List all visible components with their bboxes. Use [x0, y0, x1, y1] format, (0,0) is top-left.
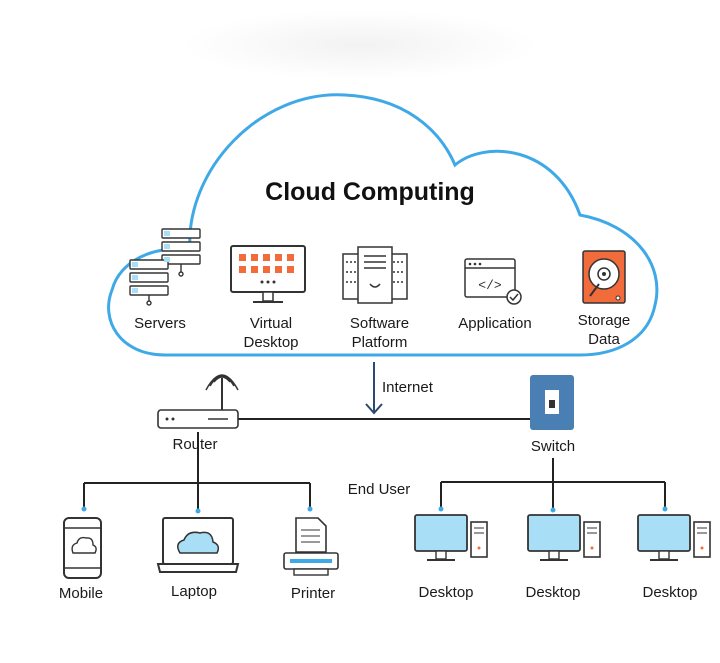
internet-label: Internet [382, 379, 433, 396]
application-label: Application [458, 315, 532, 332]
servers-label: Servers [134, 315, 186, 332]
application-code-icon: </> [464, 258, 522, 305]
desktop-label-3: Desktop [642, 584, 698, 601]
laptop-cloud-icon [156, 517, 240, 573]
server-rack-icon [129, 228, 201, 306]
software-platform-label: Software Platform [349, 315, 410, 351]
desktop-computer-icon [637, 514, 711, 561]
switch-icon [530, 375, 574, 430]
desktop-computer-icon [414, 514, 488, 561]
mobile-label: Mobile [58, 585, 104, 602]
mobile-cloud-icon [63, 517, 102, 579]
desktop-label-1: Desktop [418, 584, 474, 601]
background-haze [180, 10, 540, 80]
router-label: Router [172, 436, 218, 453]
end-user-label: End User [347, 481, 411, 498]
desktop-label-2: Desktop [525, 584, 581, 601]
desktop-computer-icon [527, 514, 601, 561]
diagram-title: Cloud Computing [265, 178, 475, 206]
software-platform-icon [342, 246, 408, 304]
laptop-label: Laptop [171, 583, 217, 600]
router-icon [157, 374, 239, 429]
svg-text:</>: </> [478, 278, 502, 293]
switch-label: Switch [530, 438, 576, 455]
connection-dots [81, 506, 668, 514]
storage-disk-icon [582, 250, 626, 304]
printer-label: Printer [290, 585, 336, 602]
printer-icon [283, 517, 339, 576]
internet-arrow [365, 362, 383, 415]
virtual-desktop-label: Virtual Desktop [243, 315, 299, 351]
storage-data-label: Storage Data [577, 312, 631, 348]
virtual-desktop-icon [230, 245, 306, 303]
connection-lines [83, 418, 666, 510]
